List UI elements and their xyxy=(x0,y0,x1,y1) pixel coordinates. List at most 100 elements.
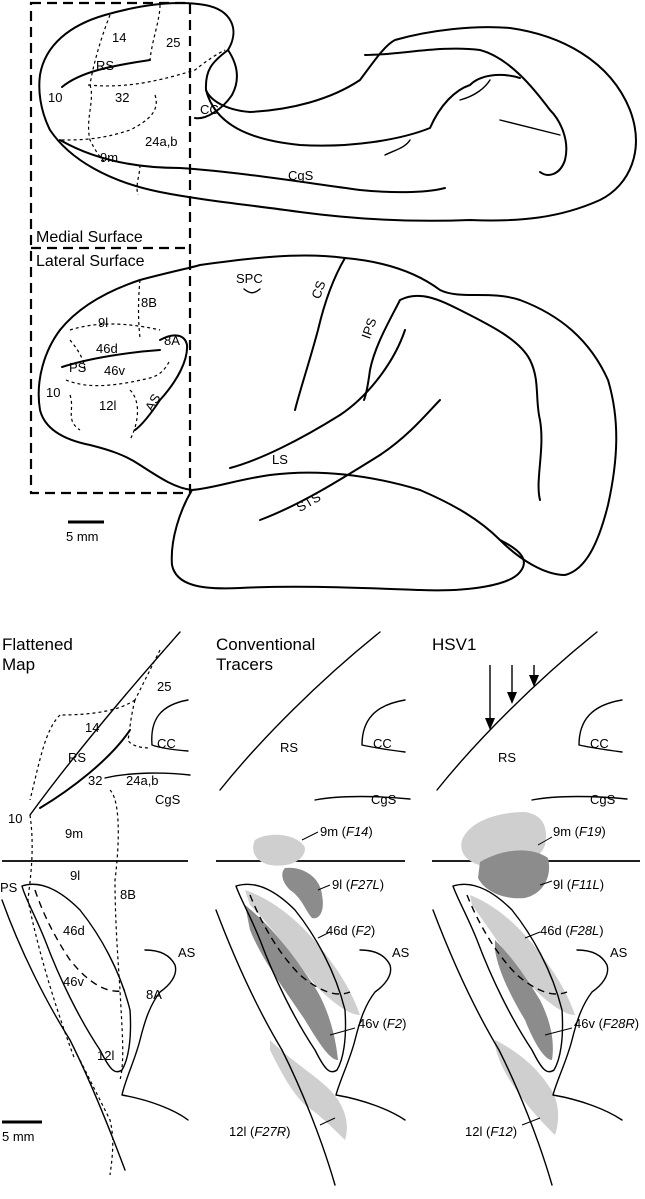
hsv-annot-9m: 9m (F19) xyxy=(553,824,606,839)
corpus-callosum-outline xyxy=(194,49,521,147)
flat-label-9l: 9l xyxy=(70,868,80,883)
hsv-annot-12l: 12l (F12) xyxy=(465,1124,517,1139)
superior-precentral-dimple xyxy=(243,288,261,294)
flat-ps-outline xyxy=(21,883,132,1073)
flat-label-25: 25 xyxy=(157,679,171,694)
flat-rs xyxy=(39,729,131,809)
medial-label-25: 25 xyxy=(166,35,180,50)
conv-label-9l xyxy=(282,867,323,919)
medial-surface-label: Medial Surface xyxy=(36,229,143,246)
hsv-arrowhead-3 xyxy=(529,675,539,687)
flat-cgs-curve xyxy=(104,772,191,779)
conv-dorsal-curve xyxy=(219,631,381,791)
flat-label-14: 14 xyxy=(85,720,99,735)
hsv-arrowhead-2 xyxy=(507,692,517,704)
hsv-cc-curve xyxy=(578,699,623,753)
medial-label-cc: CC xyxy=(200,102,219,117)
medial-surface-drawing: 14 25 RS 10 32 CC 24a,b 9m CgS xyxy=(38,2,637,222)
flat-label-46d: 46d xyxy=(63,923,85,938)
lateral-label-cs: CS xyxy=(308,278,328,300)
hsv-leader-46v xyxy=(544,1027,573,1036)
lateral-label-10: 10 xyxy=(46,385,60,400)
hsv-leader-9m xyxy=(537,836,553,846)
flat-label-rs: RS xyxy=(68,750,86,765)
flat-label-cc: CC xyxy=(157,736,176,751)
conv-46-border xyxy=(249,894,351,995)
hsv-title: HSV1 xyxy=(432,635,476,654)
hsv-outer-contour xyxy=(432,909,553,1186)
conv-leader-9m xyxy=(301,831,319,841)
hsv-label-46d-light xyxy=(470,895,575,1015)
lateral-outline-ventral xyxy=(37,329,421,491)
hsv-as-contour xyxy=(552,949,623,1121)
conv-cgs-curve xyxy=(314,795,411,801)
medial-label-rs: RS xyxy=(96,58,114,73)
lateral-label-ips: IPS xyxy=(358,316,379,341)
flat-label-9m: 9m xyxy=(65,826,83,841)
lateral-sulcus xyxy=(229,329,406,469)
flat-cc-curve xyxy=(151,699,189,752)
panel-hsv1: HSV1 RS CC CgS AS 9m (F19) 9l (F11L) 46d… xyxy=(432,631,640,1186)
flat-as-contour xyxy=(121,949,189,1121)
flat-scale-label: 5 mm xyxy=(2,1129,35,1144)
lateral-label-as: AS xyxy=(142,391,164,414)
flat-dorsal-curve xyxy=(29,631,181,816)
flat-title-line1: Flattened xyxy=(2,635,73,654)
hsv-ps-outline xyxy=(452,883,564,1073)
lateral-label-8b: 8B xyxy=(141,295,157,310)
hsv-arrowhead-1 xyxy=(485,718,495,730)
conv-label-as: AS xyxy=(392,945,410,960)
conv-leader-9l xyxy=(317,884,331,891)
hsv-leader-9l xyxy=(539,880,553,886)
conv-annot-46d: 46d (F2) xyxy=(326,923,375,938)
flat-area-borders xyxy=(27,649,161,1176)
conv-ps-outline xyxy=(235,883,347,1073)
flat-label-46v: 46v xyxy=(63,974,84,989)
lateral-outline-frontal xyxy=(59,254,618,576)
medial-label-10: 10 xyxy=(48,90,62,105)
conv-label-46-dark xyxy=(245,905,338,1060)
conv-cc-curve xyxy=(361,699,406,753)
lateral-surface-drawing: SPC CS IPS 8B 9l 46d 8A PS 46v 10 12l AS… xyxy=(37,254,618,592)
intraparietal-sulcus xyxy=(363,294,543,501)
lateral-label-12l: 12l xyxy=(99,398,116,413)
top-scale-label: 5 mm xyxy=(66,529,99,544)
medial-inner-fold xyxy=(364,47,568,176)
lateral-label-spc: SPC xyxy=(236,271,263,286)
panel-flattened-map: Flattened Map 25 14 CC RS 32 24a,b CgS 1… xyxy=(0,631,196,1176)
hsv-label-12l-light xyxy=(495,1040,559,1135)
flat-label-as: AS xyxy=(178,945,196,960)
hsv-label-cc: CC xyxy=(590,736,609,751)
principal-sulcus xyxy=(61,349,161,368)
flat-title-line2: Map xyxy=(2,655,35,674)
medial-label-32: 32 xyxy=(115,90,129,105)
conv-label-46d-light xyxy=(245,890,360,1015)
conv-leader-46v xyxy=(329,1027,356,1036)
hsv-label-as: AS xyxy=(610,945,628,960)
superior-temporal-sulcus xyxy=(259,399,441,521)
medial-label-cgs: CgS xyxy=(288,168,314,183)
hsv-dorsal-curve xyxy=(436,631,598,791)
hsv-annot-9l: 9l (F11L) xyxy=(553,877,604,892)
prefrontal-region-box xyxy=(29,1,192,495)
hsv-label-9l xyxy=(478,850,550,899)
cingulate-sulcus xyxy=(59,139,446,194)
conv-as-contour xyxy=(335,949,406,1121)
flat-label-10: 10 xyxy=(8,811,22,826)
medial-label-24ab: 24a,b xyxy=(145,134,178,149)
medial-label-9m: 9m xyxy=(100,150,118,165)
conv-annot-9l: 9l (F27L) xyxy=(332,877,384,892)
arcuate-sulcus xyxy=(134,334,189,431)
hsv-label-46-dark xyxy=(495,940,553,1060)
medial-calcarine xyxy=(384,79,561,156)
hsv-46-border xyxy=(466,894,568,995)
flat-46-border xyxy=(34,889,126,992)
hsv-annot-46d: 46d (F28L) xyxy=(540,923,604,938)
lateral-area-borders xyxy=(65,279,171,441)
conv-injection-9m xyxy=(253,834,305,866)
temporal-lobe-outline xyxy=(170,489,525,592)
conv-outer-contour xyxy=(215,909,336,1186)
conv-title-line2: Tracers xyxy=(216,655,273,674)
hsv-label-rs: RS xyxy=(498,750,516,765)
flat-label-8a: 8A xyxy=(146,987,162,1002)
